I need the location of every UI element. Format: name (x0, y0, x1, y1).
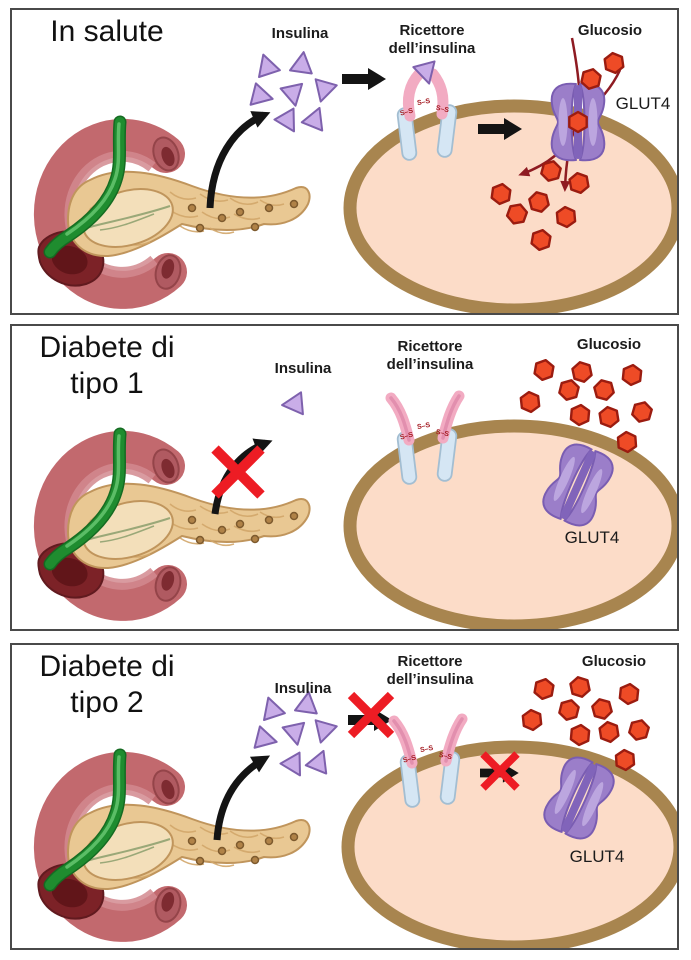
glucose-label: Glucosio (577, 22, 643, 39)
pancreas-illustration (38, 755, 309, 925)
panel-title: Diabete di tipo 2 (28, 649, 186, 721)
insulin-secretion-arrow (213, 755, 271, 841)
insulin-cluster (249, 49, 338, 138)
glucose-label: Glucosio (576, 336, 642, 353)
panel-title: Diabete di tipo 1 (28, 330, 186, 402)
insulin-cluster (253, 689, 338, 782)
panel-title-line2: tipo 2 (70, 686, 144, 719)
panel-type1-diabetes: Diabete di tipo 1 Insulina Ricettore del… (10, 324, 679, 631)
glut4-label: GLUT4 (564, 528, 620, 547)
cell-membrane (341, 740, 677, 948)
panel-title-line1: Diabete di (39, 331, 175, 364)
insulin-label: Insulina (274, 360, 332, 377)
type2-illustration (12, 674, 677, 948)
panel-title-line2: tipo 1 (70, 367, 144, 400)
insulin-receptor-label: Ricettore dell’insulina (386, 338, 474, 373)
insulin-triangle-icon (280, 391, 304, 418)
glut4-label: GLUT4 (569, 847, 625, 866)
insulin-label: Insulina (271, 25, 329, 42)
pancreas-illustration (38, 434, 309, 604)
insulin-secretion-arrow (206, 111, 271, 209)
insulin-receptor-label: Ricettore dell’insulina (388, 22, 476, 57)
pancreas-illustration (38, 122, 309, 292)
panel-title-line1: Diabete di (39, 650, 175, 683)
healthy-illustration (12, 37, 677, 313)
panel-title-line1: In salute (50, 15, 164, 48)
type1-illustration (12, 357, 677, 629)
glut4-label: GLUT4 (615, 94, 671, 113)
panel-healthy: In salute Insulina Ricettore dell’insuli… (10, 8, 679, 315)
insulin-binding-arrow (342, 68, 386, 90)
panel-title: In salute (28, 14, 186, 50)
insulin-label: Insulina (274, 680, 332, 697)
insulin-receptor-label: Ricettore dell’insulina (386, 653, 474, 688)
glucose-label: Glucosio (581, 653, 647, 670)
panel-type2-diabetes: Diabete di tipo 2 Insulina Ricettore del… (10, 643, 679, 950)
blocked-cross-icon (215, 449, 261, 495)
